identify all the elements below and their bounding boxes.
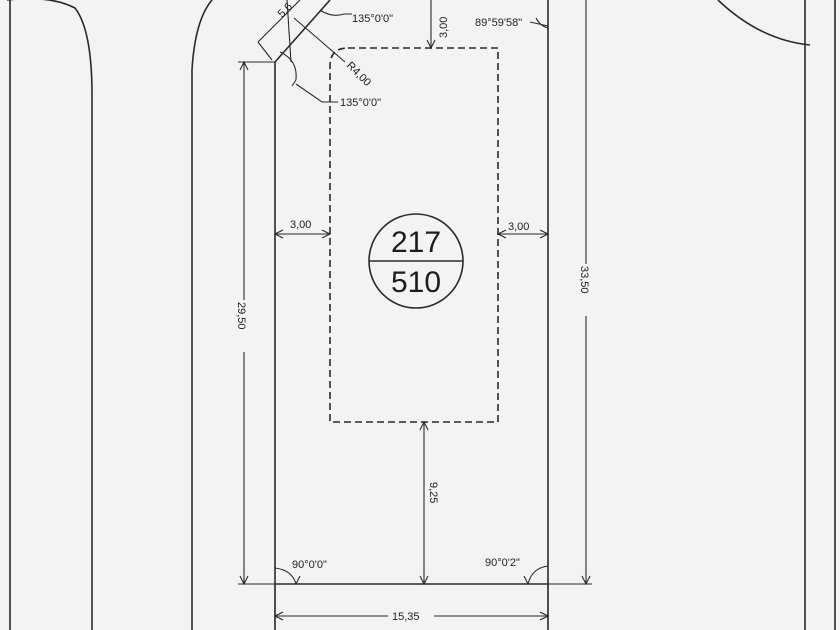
lower-left-angle-arc bbox=[279, 51, 297, 87]
rear-setback-label: 9,25 bbox=[427, 482, 439, 503]
left-setback-arrow-left bbox=[273, 229, 284, 239]
rear-setback-arrow-bottom bbox=[419, 575, 429, 586]
bottom-right-angle-arc bbox=[523, 565, 549, 585]
left-depth-label: 29,50 bbox=[235, 302, 247, 330]
top-left-angle-leader bbox=[319, 9, 352, 16]
right-setback-arrow-left bbox=[496, 229, 507, 239]
bottom-left-angle-label: 90°0'0" bbox=[292, 559, 327, 571]
front-width-arrow-right bbox=[539, 611, 550, 621]
top-right-angle-leader bbox=[529, 17, 549, 29]
right-road-curve bbox=[717, 0, 811, 46]
lower-left-angle-label: 135°0'0" bbox=[340, 97, 381, 109]
building-envelope bbox=[329, 47, 499, 423]
left-road-curb-outer bbox=[7, 0, 93, 630]
top-left-angle-label: 135°0'0" bbox=[352, 13, 393, 25]
bottom-left-angle-arc bbox=[274, 567, 301, 585]
left-setback-label: 3,00 bbox=[290, 219, 311, 231]
lower-left-angle-leader bbox=[295, 83, 338, 103]
left-depth-label-gap bbox=[236, 300, 252, 352]
chamfer-dim-line bbox=[257, 0, 301, 61]
front-width-extension-lines bbox=[274, 584, 549, 625]
radius-leader-line bbox=[293, 17, 346, 63]
top-setback-arrow bbox=[426, 39, 436, 50]
left-setback-arrow-right bbox=[321, 229, 332, 239]
lot-area: 510 bbox=[391, 266, 441, 299]
front-width-arrow-left bbox=[273, 611, 284, 621]
chamfer-inner-line bbox=[286, 0, 292, 63]
left-road-curb-inner bbox=[191, 0, 213, 630]
top-right-angle-label: 89°59'58" bbox=[475, 17, 522, 29]
front-width-label: 15,35 bbox=[392, 611, 420, 623]
right-depth-label: 33,50 bbox=[578, 266, 590, 294]
bottom-right-angle-label: 90°0'2" bbox=[485, 557, 520, 569]
right-setback-arrow-right bbox=[539, 229, 550, 239]
rear-setback-arrow-top bbox=[419, 420, 429, 431]
right-depth-label-gap bbox=[580, 264, 596, 316]
left-depth-extension-lines bbox=[238, 61, 275, 585]
front-width-label-gap bbox=[388, 609, 434, 623]
lot-number: 217 bbox=[391, 226, 441, 259]
right-setback-label: 3,00 bbox=[508, 221, 529, 233]
top-setback-label: 3,00 bbox=[438, 17, 450, 38]
